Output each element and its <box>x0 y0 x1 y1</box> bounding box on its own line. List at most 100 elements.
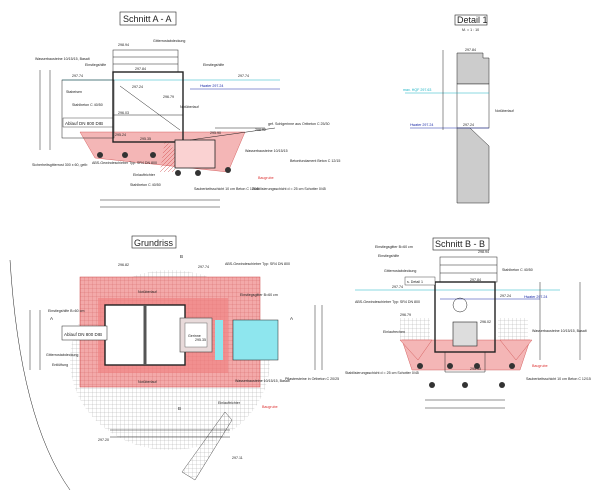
level: 296.79 <box>163 95 174 99</box>
label: Ablauf DN 800 DIB <box>65 121 103 126</box>
wall-top <box>456 52 490 85</box>
section-aa-title: Schnitt A - A <box>123 14 172 24</box>
section-marker: A <box>50 316 53 321</box>
level: 295.24 <box>115 133 126 137</box>
level: 295.35 <box>470 367 481 371</box>
label: Wasserbausteine 10/15/15, Basalt <box>35 57 90 61</box>
label: Betonfundament Beton C 12/15 <box>290 159 340 163</box>
level: 297.24 <box>500 294 511 298</box>
ground-block <box>61 79 115 139</box>
railing-bb <box>439 256 498 283</box>
level: 297.74 <box>198 265 209 269</box>
label: Sauberkeitsschicht 10 cm Beton C 12/15 <box>526 377 591 381</box>
plan-view: Grundriss Ablauf DN 800 DIB Einstiegshil… <box>9 235 339 491</box>
shaft-wall <box>112 71 184 143</box>
level: 297.24 <box>132 85 143 89</box>
label: Notüberlauf <box>138 380 157 384</box>
label: Einstiegsgitter B=60 cm <box>240 293 278 297</box>
label: ABS-Gewindeschieber Typ: SR4 DN 800 <box>225 262 290 266</box>
label: Einstiegshilfe B=60 cm <box>48 309 84 313</box>
label: Einlauftrichter <box>218 401 241 405</box>
label: Stabilisierungsschicht d = 25 cm Schotte… <box>345 371 419 375</box>
label: Hwater 297.24 <box>410 123 433 127</box>
label: Sicherheitsgitterrost 300 x 60, gelb <box>32 163 87 167</box>
detail-title: Detail 1 <box>457 15 488 25</box>
label: Hwater 297.24 <box>524 295 547 299</box>
level: 297.20 <box>98 438 109 442</box>
level: 295.35 <box>195 338 206 342</box>
label: Notüberlauf <box>138 290 157 294</box>
ladder <box>119 85 181 131</box>
level: 297.74 <box>392 285 403 289</box>
level: 295.90 <box>210 131 221 135</box>
label: Sauberkeitsschicht 10 cm Beton C 12/15 <box>194 187 259 191</box>
label: Baugrube <box>532 364 548 368</box>
label: Ablauf DN 800 DIB <box>64 332 102 337</box>
label: ABS-Gewindeschieber Typ: SR4 DN 800 <box>92 161 157 165</box>
detail-1: Detail 1 M. = 1 : 10 Notüberlauf Hwater … <box>403 14 514 204</box>
label: ABS-Gewindeschieber Typ: SR4 DN 800 <box>355 300 420 304</box>
section-bb: Schnitt B - B Einstiegsgitter B=60 cm Ei… <box>345 237 591 409</box>
label: Wasserbausteine 10/15/15 <box>245 149 288 153</box>
foundation-hatch <box>160 140 175 172</box>
label: Stahlbeton C 40/50 <box>502 268 533 272</box>
level: 297.74 <box>238 74 249 78</box>
label: Hwater 297.24 <box>200 84 223 88</box>
section-aa-title-box <box>119 11 177 26</box>
label: Entlüftung <box>52 363 68 367</box>
label: Einstiegsgitter B=60 cm <box>375 245 413 249</box>
section-aa: Schnitt A - A Gitterrostabdeckung Einsti… <box>32 11 340 208</box>
label: Gerinne <box>188 334 201 338</box>
level: 298.94 <box>118 43 129 47</box>
label: Notüberlauf <box>495 109 514 113</box>
level: 296.79 <box>400 313 411 317</box>
label: Einstiegshilfe <box>203 63 224 67</box>
label: Einlauftrichter <box>133 173 156 177</box>
label: Gitterrostabdeckung <box>46 353 78 357</box>
label: Pflastersteine in Ortbeton C 20/25 <box>285 377 339 381</box>
detail-scale: M. = 1 : 10 <box>462 28 479 32</box>
label: Baugrube <box>262 405 278 409</box>
overflow-opening <box>456 83 490 129</box>
label: Notüberlauf <box>180 105 199 109</box>
level: 297.24 <box>463 123 474 127</box>
section-marker: A <box>290 316 293 321</box>
gate-valve <box>452 321 478 347</box>
level: 296.02 <box>255 128 266 132</box>
section-bb-title: Schnitt B - B <box>435 239 485 249</box>
level: 296.02 <box>480 320 491 324</box>
support-rollers-bb <box>417 363 515 388</box>
boundary-arc <box>9 259 71 491</box>
railing <box>112 49 179 73</box>
label: gef. Sohlgerinne aus Ortbeton C 25/30 <box>268 122 330 126</box>
label: Gitterrostabdeckung <box>384 269 416 273</box>
section-marker: B <box>180 254 183 259</box>
level: 296.82 <box>118 263 129 267</box>
sump <box>174 139 216 169</box>
label: Wasserbausteine 10/15/15, Basalt <box>532 329 587 333</box>
label: s. Detail 1 <box>407 280 423 284</box>
level: 297.74 <box>72 74 83 78</box>
level: 295.35 <box>140 137 151 141</box>
label: Einstiegshilfe <box>85 63 106 67</box>
support-rollers <box>97 152 231 176</box>
level: 297.84 <box>465 48 476 52</box>
label: max. HQF 297.63 <box>403 88 431 92</box>
wall-bottom <box>456 127 490 204</box>
label: Stabilisierungsschicht d = 25 cm Schotte… <box>252 187 326 191</box>
plan-title: Grundriss <box>134 238 174 248</box>
label: Wasserbausteine 10/15/15, Basalt <box>235 379 290 383</box>
level: 297.84 <box>470 278 481 282</box>
label: Gitterrostabdeckung <box>153 39 185 43</box>
label: Baugrube <box>258 176 274 180</box>
level: 297.11 <box>232 456 243 460</box>
pipe-section <box>452 297 468 313</box>
inlet-channel <box>181 411 233 481</box>
label: Einstiegshilfe <box>378 254 399 258</box>
section-marker: B <box>178 406 181 411</box>
level: 297.84 <box>135 67 146 71</box>
level: 298.94 <box>478 250 489 254</box>
label: Stabeisen <box>66 90 82 94</box>
label: Stahlbeton C 40/50 <box>130 183 161 187</box>
